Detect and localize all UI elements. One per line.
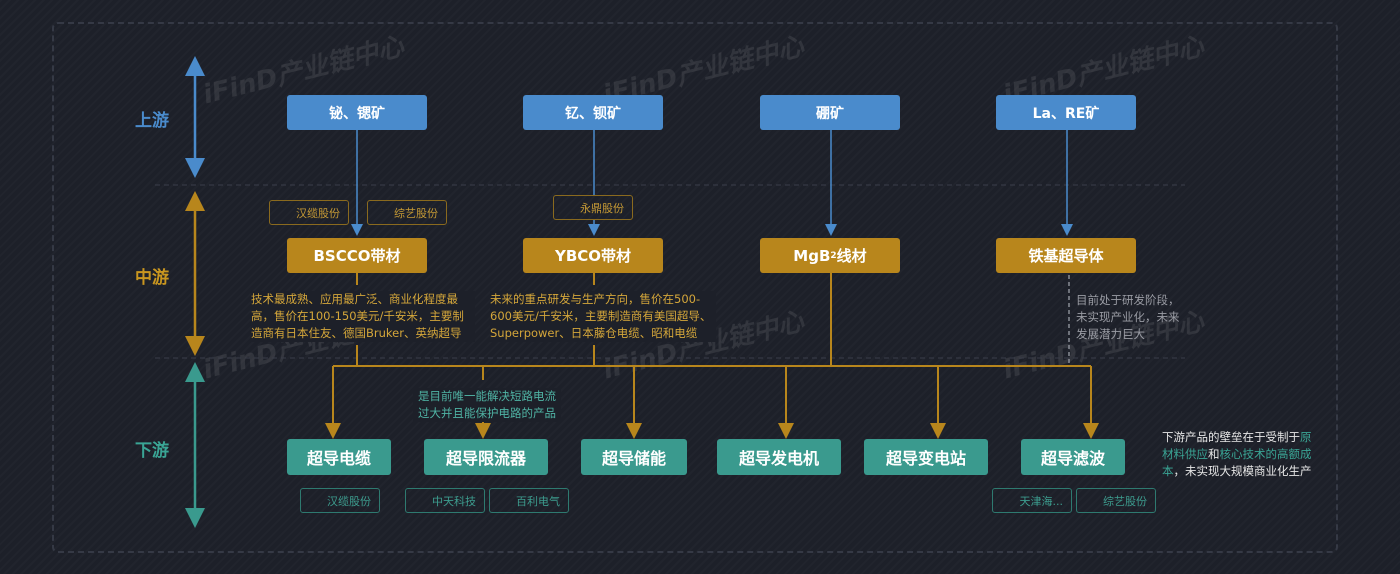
downstream-node-generator[interactable]: 超导发电机 — [717, 439, 841, 475]
company-tag[interactable]: 天津海... — [992, 488, 1072, 513]
midstream-node-bscco[interactable]: BSCCO带材 — [287, 238, 427, 273]
mgb2-subscript: 2 — [830, 250, 837, 261]
company-tag[interactable]: 综艺股份 — [1076, 488, 1156, 513]
upstream-node-bi-sr[interactable]: 铋、锶矿 — [287, 95, 427, 130]
note-text: 下游产品的壁垒在于受制于 — [1162, 430, 1300, 444]
note-highlight: 核心技术的高额成本 — [1162, 447, 1312, 478]
stage-downstream-label: 下游 — [135, 441, 169, 461]
downstream-node-current-limiter[interactable]: 超导限流器 — [424, 439, 548, 475]
note-highlight: 原材料供应 — [1162, 430, 1312, 461]
company-tag[interactable]: 中天科技 — [405, 488, 485, 513]
mgb2-suffix: 线材 — [836, 247, 867, 265]
downstream-node-energy-storage[interactable]: 超导储能 — [581, 439, 687, 475]
midstream-node-iron-based[interactable]: 铁基超导体 — [996, 238, 1136, 273]
ybco-description: 未来的重点研发与生产方向，售价在500-600美元/千安米，主要制造商有美国超导… — [490, 291, 716, 342]
company-tag[interactable]: 综艺股份 — [367, 200, 447, 225]
downstream-node-substation[interactable]: 超导变电站 — [864, 439, 988, 475]
company-tag[interactable]: 百利电气 — [489, 488, 569, 513]
downstream-node-cable[interactable]: 超导电缆 — [287, 439, 391, 475]
company-tag[interactable]: 汉缆股份 — [269, 200, 349, 225]
mgb2-label: MgB — [793, 246, 831, 265]
limiter-note: 是目前唯一能解决短路电流过大并且能保护电路的产品 — [413, 388, 561, 422]
upstream-node-boron[interactable]: 硼矿 — [760, 95, 900, 130]
iron-based-description: 目前处于研发阶段，未实现产业化，未来发展潜力巨大 — [1076, 293, 1180, 341]
company-tag[interactable]: 汉缆股份 — [300, 488, 380, 513]
downstream-node-filter[interactable]: 超导滤波 — [1021, 439, 1125, 475]
upstream-node-y-ba[interactable]: 钇、钡矿 — [523, 95, 663, 130]
note-text: ，未实现大规模商业化生产 — [1173, 464, 1312, 478]
upstream-node-la-re[interactable]: La、RE矿 — [996, 95, 1136, 130]
midstream-node-ybco[interactable]: YBCO带材 — [523, 238, 663, 273]
downstream-barrier-note: 下游产品的壁垒在于受制于原材料供应和核心技术的高额成本，未实现大规模商业化生产 — [1162, 429, 1322, 480]
diagram-panel — [52, 22, 1338, 553]
bscco-description: 技术最成熟、应用最广泛、商业化程度最高，售价在100-150美元/千安米，主要制… — [251, 291, 475, 342]
company-tag[interactable]: 永鼎股份 — [553, 195, 633, 220]
note-text: 和 — [1208, 447, 1220, 461]
stage-upstream-label: 上游 — [135, 111, 169, 131]
stage-midstream-label: 中游 — [135, 268, 169, 288]
